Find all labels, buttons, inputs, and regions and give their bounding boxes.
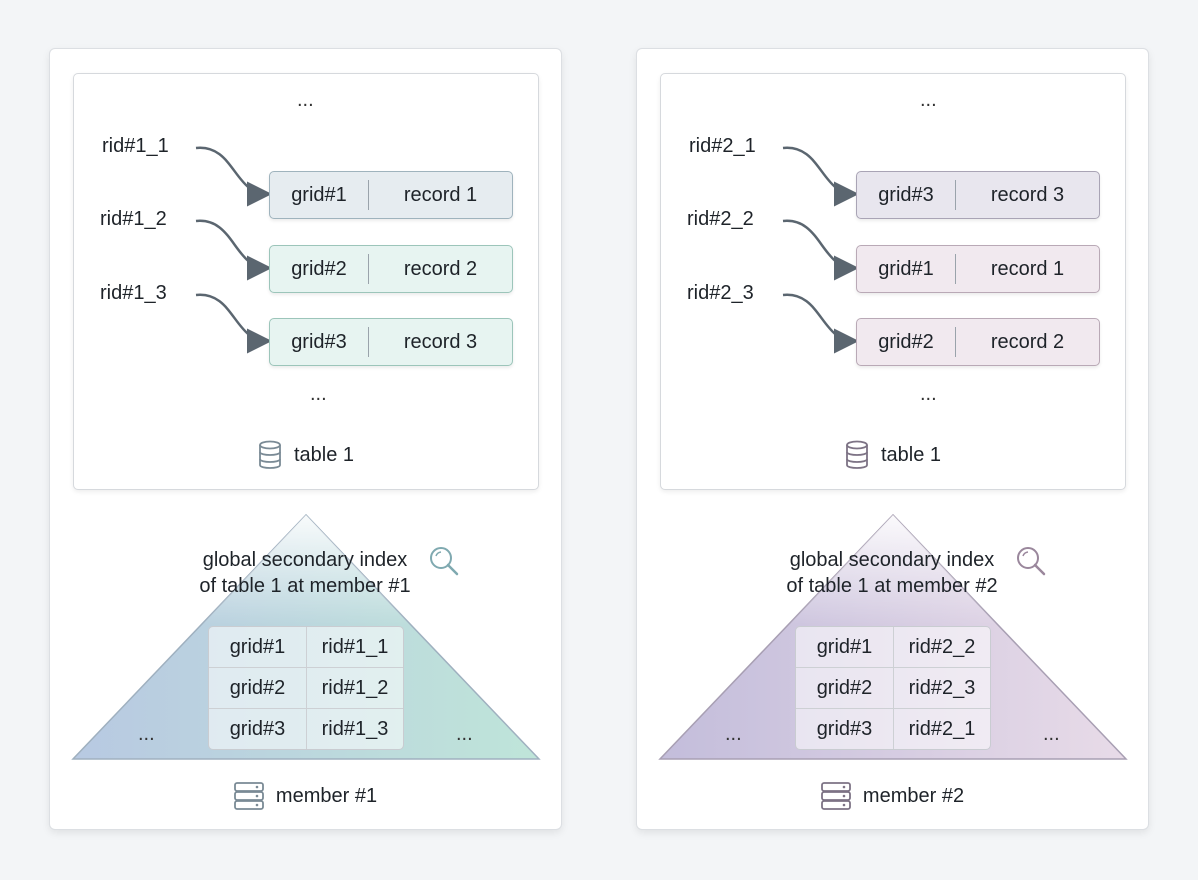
index-grid: grid#1	[209, 627, 307, 667]
record-value: record 1	[403, 183, 478, 206]
arrow-1	[195, 146, 272, 207]
arrow-2	[195, 219, 272, 281]
table-card: ... rid#1_1 rid#1_2 rid#1_3 grid#1 recor…	[73, 73, 539, 490]
ellipsis: ...	[310, 383, 327, 405]
table-caption: table 1	[74, 440, 538, 470]
index-grid: grid#2	[209, 668, 307, 708]
server-icon	[821, 782, 851, 810]
index-row: grid#2 rid#1_2	[209, 668, 403, 709]
table-caption-text: table 1	[880, 443, 942, 466]
index-title-line: global secondary index	[202, 549, 408, 571]
index-row: grid#1 rid#1_1	[209, 627, 403, 668]
ellipsis: ...	[138, 723, 155, 745]
record-row: grid#2 record 2	[269, 245, 513, 293]
index-grid: grid#1	[796, 627, 894, 667]
record-row: grid#1 record 1	[856, 245, 1100, 293]
rid-label: rid#1_3	[100, 282, 167, 304]
index-grid: grid#2	[796, 668, 894, 708]
arrow-1	[782, 146, 859, 207]
index-row: grid#3 rid#1_3	[209, 709, 403, 749]
member-panel-1: ... rid#1_1 rid#1_2 rid#1_3 grid#1 recor…	[49, 48, 562, 830]
index-rid: rid#1_2	[321, 676, 389, 699]
index-title: global secondary index of table 1 at mem…	[170, 547, 440, 599]
rid-label: rid#1_2	[100, 208, 167, 230]
index-table: grid#1 rid#2_2 grid#2 rid#2_3 grid#3 rid…	[795, 626, 991, 750]
record-value: record 3	[990, 183, 1065, 206]
ellipsis: ...	[297, 89, 314, 111]
index-row: grid#3 rid#2_1	[796, 709, 990, 749]
index-row: grid#2 rid#2_3	[796, 668, 990, 709]
index-row: grid#1 rid#2_2	[796, 627, 990, 668]
record-row: grid#3 record 3	[856, 171, 1100, 219]
table-caption-text: table 1	[293, 443, 355, 466]
index-rid: rid#1_3	[321, 717, 389, 740]
record-grid: grid#3	[291, 330, 347, 353]
index-rid: rid#2_2	[908, 635, 976, 658]
table-caption: table 1	[661, 440, 1125, 470]
arrow-3	[782, 293, 859, 354]
record-row: grid#3 record 3	[269, 318, 513, 366]
member-panel-2: ... rid#2_1 rid#2_2 rid#2_3 grid#3 recor…	[636, 48, 1149, 830]
server-icon	[234, 782, 264, 810]
member-caption: member #1	[50, 782, 561, 810]
ellipsis: ...	[725, 723, 742, 745]
arrows	[195, 146, 272, 354]
index-rid: rid#2_1	[908, 717, 976, 740]
rid-label: rid#2_1	[689, 135, 756, 157]
record-value: record 1	[990, 257, 1065, 280]
arrow-3	[195, 293, 272, 354]
record-value: record 3	[403, 330, 478, 353]
index-grid: grid#3	[796, 709, 894, 749]
rid-label: rid#1_1	[102, 135, 169, 157]
ellipsis: ...	[456, 723, 473, 745]
index-rid: rid#2_3	[908, 676, 976, 699]
index-title-line: global secondary index	[789, 549, 995, 571]
record-grid: grid#1	[291, 183, 347, 206]
index-rid: rid#1_1	[321, 635, 389, 658]
index-table: grid#1 rid#1_1 grid#2 rid#1_2 grid#3 rid…	[208, 626, 404, 750]
table-card: ... rid#2_1 rid#2_2 rid#2_3 grid#3 recor…	[660, 73, 1126, 490]
arrow-2	[782, 219, 859, 281]
database-icon	[846, 440, 868, 469]
record-row: grid#1 record 1	[269, 171, 513, 219]
record-grid: grid#1	[878, 257, 934, 280]
ellipsis: ...	[920, 89, 937, 111]
rid-label: rid#2_2	[687, 208, 754, 230]
index-title-line: of table 1 at member #2	[786, 575, 998, 597]
ellipsis: ...	[1043, 723, 1060, 745]
database-icon	[259, 440, 281, 469]
arrows	[782, 146, 859, 354]
record-grid: grid#2	[878, 330, 934, 353]
index-title-line: of table 1 at member #1	[199, 575, 411, 597]
member-caption-text: member #2	[862, 784, 965, 807]
index-grid: grid#3	[209, 709, 307, 749]
magnifier-icon	[1017, 547, 1046, 576]
index-title: global secondary index of table 1 at mem…	[757, 547, 1027, 599]
magnifier-icon	[430, 547, 459, 576]
record-row: grid#2 record 2	[856, 318, 1100, 366]
ellipsis: ...	[920, 383, 937, 405]
member-caption-text: member #1	[275, 784, 378, 807]
member-caption: member #2	[637, 782, 1148, 810]
record-value: record 2	[403, 257, 478, 280]
record-value: record 2	[990, 330, 1065, 353]
record-grid: grid#2	[291, 257, 347, 280]
rid-label: rid#2_3	[687, 282, 754, 304]
record-grid: grid#3	[878, 183, 934, 206]
